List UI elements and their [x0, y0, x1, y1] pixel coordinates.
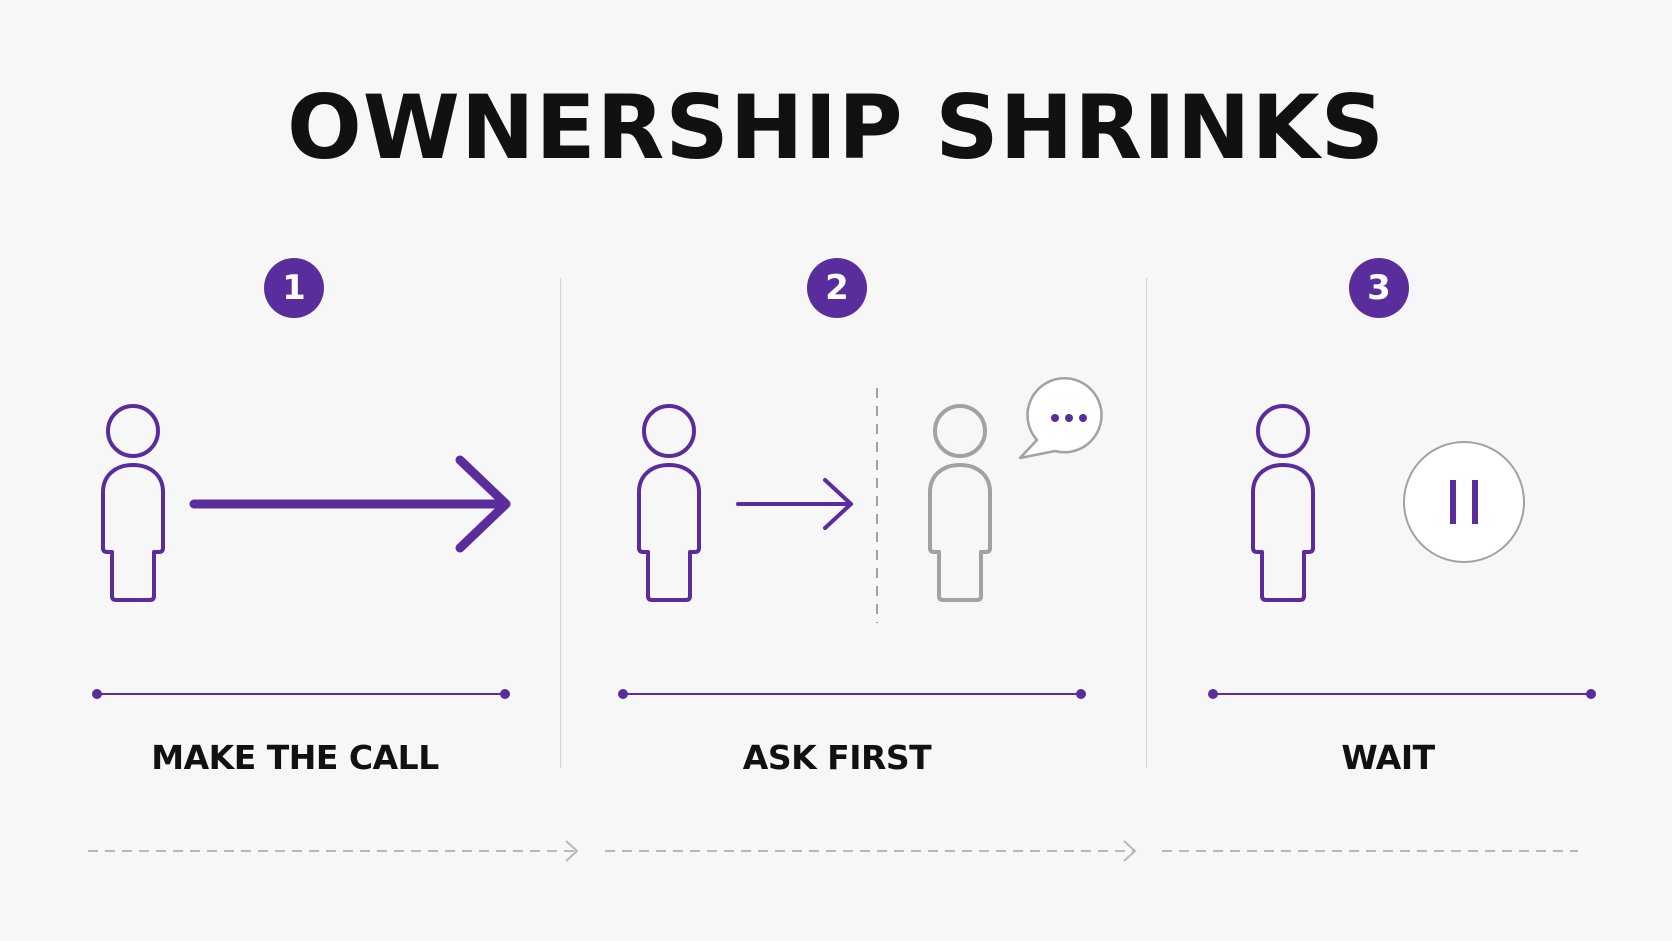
timeline-end-dot — [500, 689, 510, 699]
person-icon — [101, 404, 165, 602]
timeline-start-dot — [92, 689, 102, 699]
column-divider — [1146, 278, 1147, 768]
person-icon — [1251, 404, 1315, 602]
speech-bubble-icon — [1018, 376, 1103, 460]
step-number-badge: 1 — [264, 258, 324, 318]
muted-person-icon — [928, 404, 992, 602]
column-divider — [560, 278, 561, 768]
timeline-end-dot — [1586, 689, 1596, 699]
flow-arrow-icon — [1123, 840, 1137, 862]
progression-flow-line — [88, 840, 1578, 862]
step-timeline — [618, 689, 1086, 699]
dashed-barrier — [876, 388, 878, 623]
person-icon — [637, 404, 701, 602]
pause-icon — [1403, 441, 1525, 563]
step-label: ASK FIRST — [742, 738, 932, 777]
long-arrow-icon — [189, 455, 511, 553]
step-label: MAKE THE CALL — [151, 738, 439, 777]
page-title: OWNERSHIP SHRINKS — [286, 76, 1386, 179]
timeline-end-dot — [1076, 689, 1086, 699]
step-number-badge: 2 — [807, 258, 867, 318]
flow-arrow-icon — [565, 840, 579, 862]
step-timeline — [1208, 689, 1596, 699]
short-arrow-icon — [736, 478, 853, 530]
timeline-start-dot — [618, 689, 628, 699]
timeline-start-dot — [1208, 689, 1218, 699]
step-number-badge: 3 — [1349, 258, 1409, 318]
step-label: WAIT — [1341, 738, 1435, 777]
step-timeline — [92, 689, 510, 699]
